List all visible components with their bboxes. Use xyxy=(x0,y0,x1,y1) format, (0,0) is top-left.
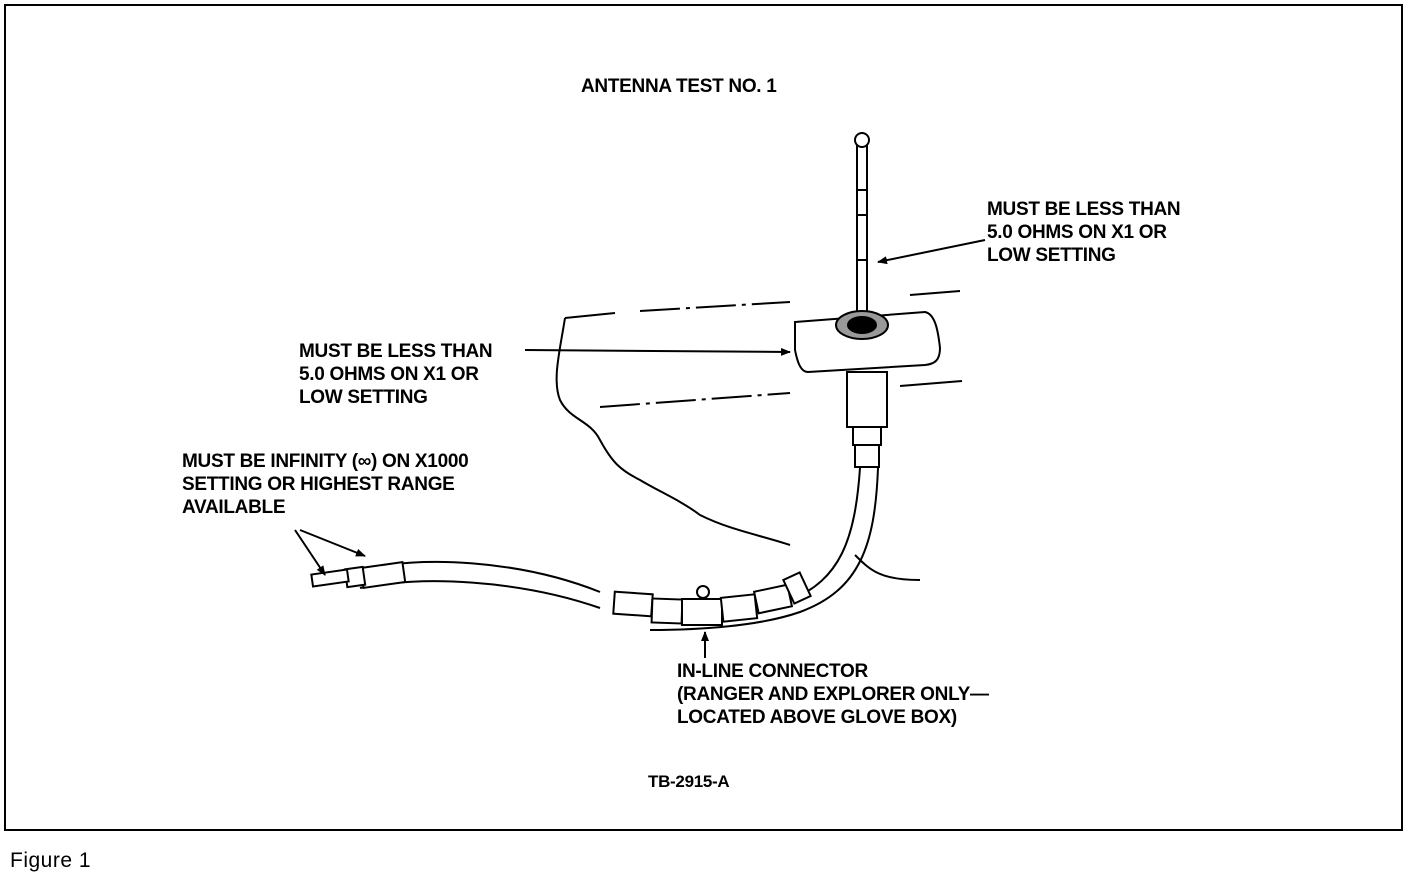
callout-line: AVAILABLE xyxy=(182,497,286,518)
in-line-connector xyxy=(612,571,812,626)
callout-line: LOCATED ABOVE GLOVE BOX) xyxy=(677,707,957,728)
base-callout-arrow xyxy=(524,347,791,356)
figure-frame xyxy=(4,4,1403,831)
plug-callout-arrow-1 xyxy=(294,529,326,576)
vehicle-body-outline xyxy=(555,290,963,581)
base-resistance-callout: MUST BE LESS THAN 5.0 OHMS ON X1 OR LOW … xyxy=(299,340,493,409)
drawing-number: TB-2915-A xyxy=(648,772,730,791)
callout-line: 5.0 OHMS ON X1 OR xyxy=(299,364,479,385)
antenna-plug xyxy=(310,561,407,589)
callout-line: IN-LINE CONNECTOR xyxy=(677,661,868,682)
callout-line: LOW SETTING xyxy=(987,245,1116,266)
figure-caption: Figure 1 xyxy=(10,849,92,872)
in-line-connector-callout: IN-LINE CONNECTOR (RANGER AND EXPLORER O… xyxy=(677,660,989,729)
diagram-title: ANTENNA TEST NO. 1 xyxy=(581,76,777,97)
callout-line: SETTING OR HIGHEST RANGE xyxy=(182,474,455,495)
callout-line: MUST BE LESS THAN xyxy=(299,341,493,362)
mast-callout-arrow xyxy=(877,239,986,265)
callout-line: 5.0 OHMS ON X1 OR xyxy=(987,222,1167,243)
antenna-mast xyxy=(854,132,870,319)
plug-callout-arrow-2 xyxy=(299,529,366,557)
callout-arrows xyxy=(294,239,986,658)
mast-resistance-callout: MUST BE LESS THAN 5.0 OHMS ON X1 OR LOW … xyxy=(987,198,1181,267)
plug-infinity-callout: MUST BE INFINITY (∞) ON X1000 SETTING OR… xyxy=(182,450,469,519)
antenna-base xyxy=(794,310,942,468)
callout-line: LOW SETTING xyxy=(299,387,428,408)
callout-line: MUST BE INFINITY (∞) ON X1000 xyxy=(182,451,469,472)
callout-line: (RANGER AND EXPLORER ONLY— xyxy=(677,684,989,705)
callout-line: MUST BE LESS THAN xyxy=(987,199,1181,220)
